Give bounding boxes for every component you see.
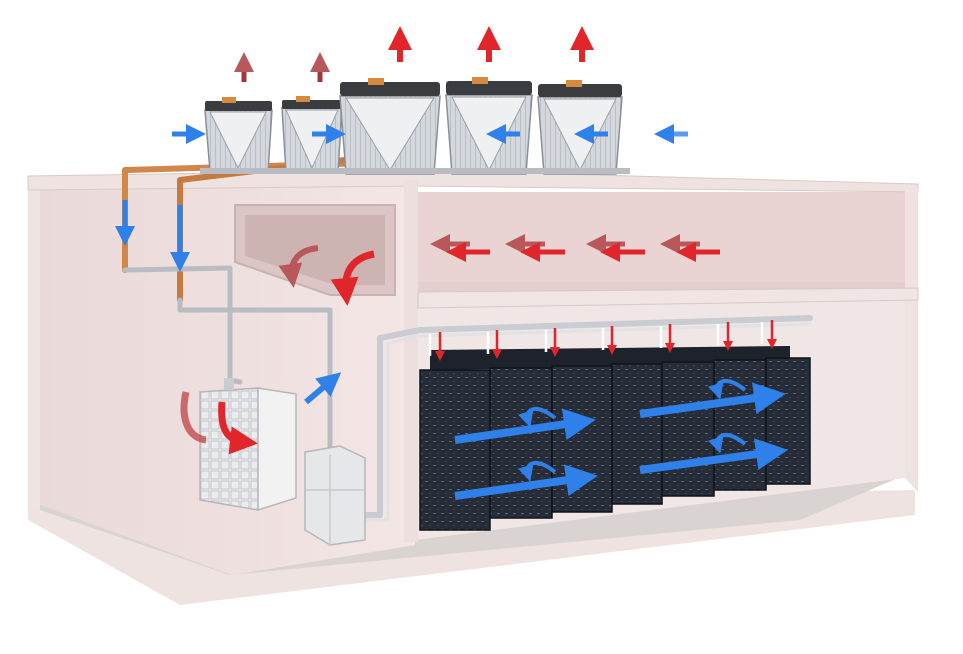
dry-cooler-5 (537, 80, 623, 175)
curved-arrow-icon (330, 250, 375, 306)
arrow-blue-icon (639, 382, 786, 418)
pump-unit (304, 445, 366, 546)
dry-cooler-4 (445, 77, 533, 175)
arrow-blue-icon (454, 464, 598, 500)
server-rack-2 (489, 367, 553, 519)
curved-arrow-icon (518, 460, 557, 482)
rack-cooling-airflow (454, 378, 788, 500)
server-rack-3 (551, 365, 613, 513)
divider-wall (404, 180, 418, 542)
server-rack-5 (661, 361, 715, 497)
curved-arrow-icon (278, 245, 319, 288)
ceiling-drop-arrows (428, 320, 777, 361)
fluid-cooler-unit (199, 378, 297, 512)
cooler-frame (200, 168, 630, 174)
curved-arrow-icon (708, 432, 747, 454)
arrow-blue-icon (304, 372, 342, 405)
curved-arrow-icon (218, 401, 258, 455)
left-wall (28, 180, 40, 515)
mid-ceiling-slab (417, 287, 919, 309)
curved-arrow-icon (708, 378, 747, 400)
right-wall (905, 188, 918, 492)
duct-curved-arrows (180, 245, 375, 455)
arrow-blue-icon (639, 438, 788, 474)
arrow-blue-icon (454, 408, 596, 444)
server-rack-1 (419, 369, 491, 531)
curved-arrow-icon (518, 406, 557, 428)
curved-arrow-icon (180, 391, 207, 444)
steel-pipe-to-ceiling (347, 315, 813, 518)
roof-dry-coolers (200, 77, 630, 175)
server-rack-4 (611, 363, 663, 505)
coolant-flow-arrows (115, 200, 342, 405)
server-rack-7 (765, 357, 811, 485)
steel-pipe-to-ceiling-2 (356, 322, 812, 522)
dry-cooler-1 (204, 97, 273, 173)
dry-cooler-3 (339, 78, 441, 175)
plenum-hot-air-arrows (430, 234, 720, 262)
hot-exhaust-arrows (234, 26, 594, 82)
